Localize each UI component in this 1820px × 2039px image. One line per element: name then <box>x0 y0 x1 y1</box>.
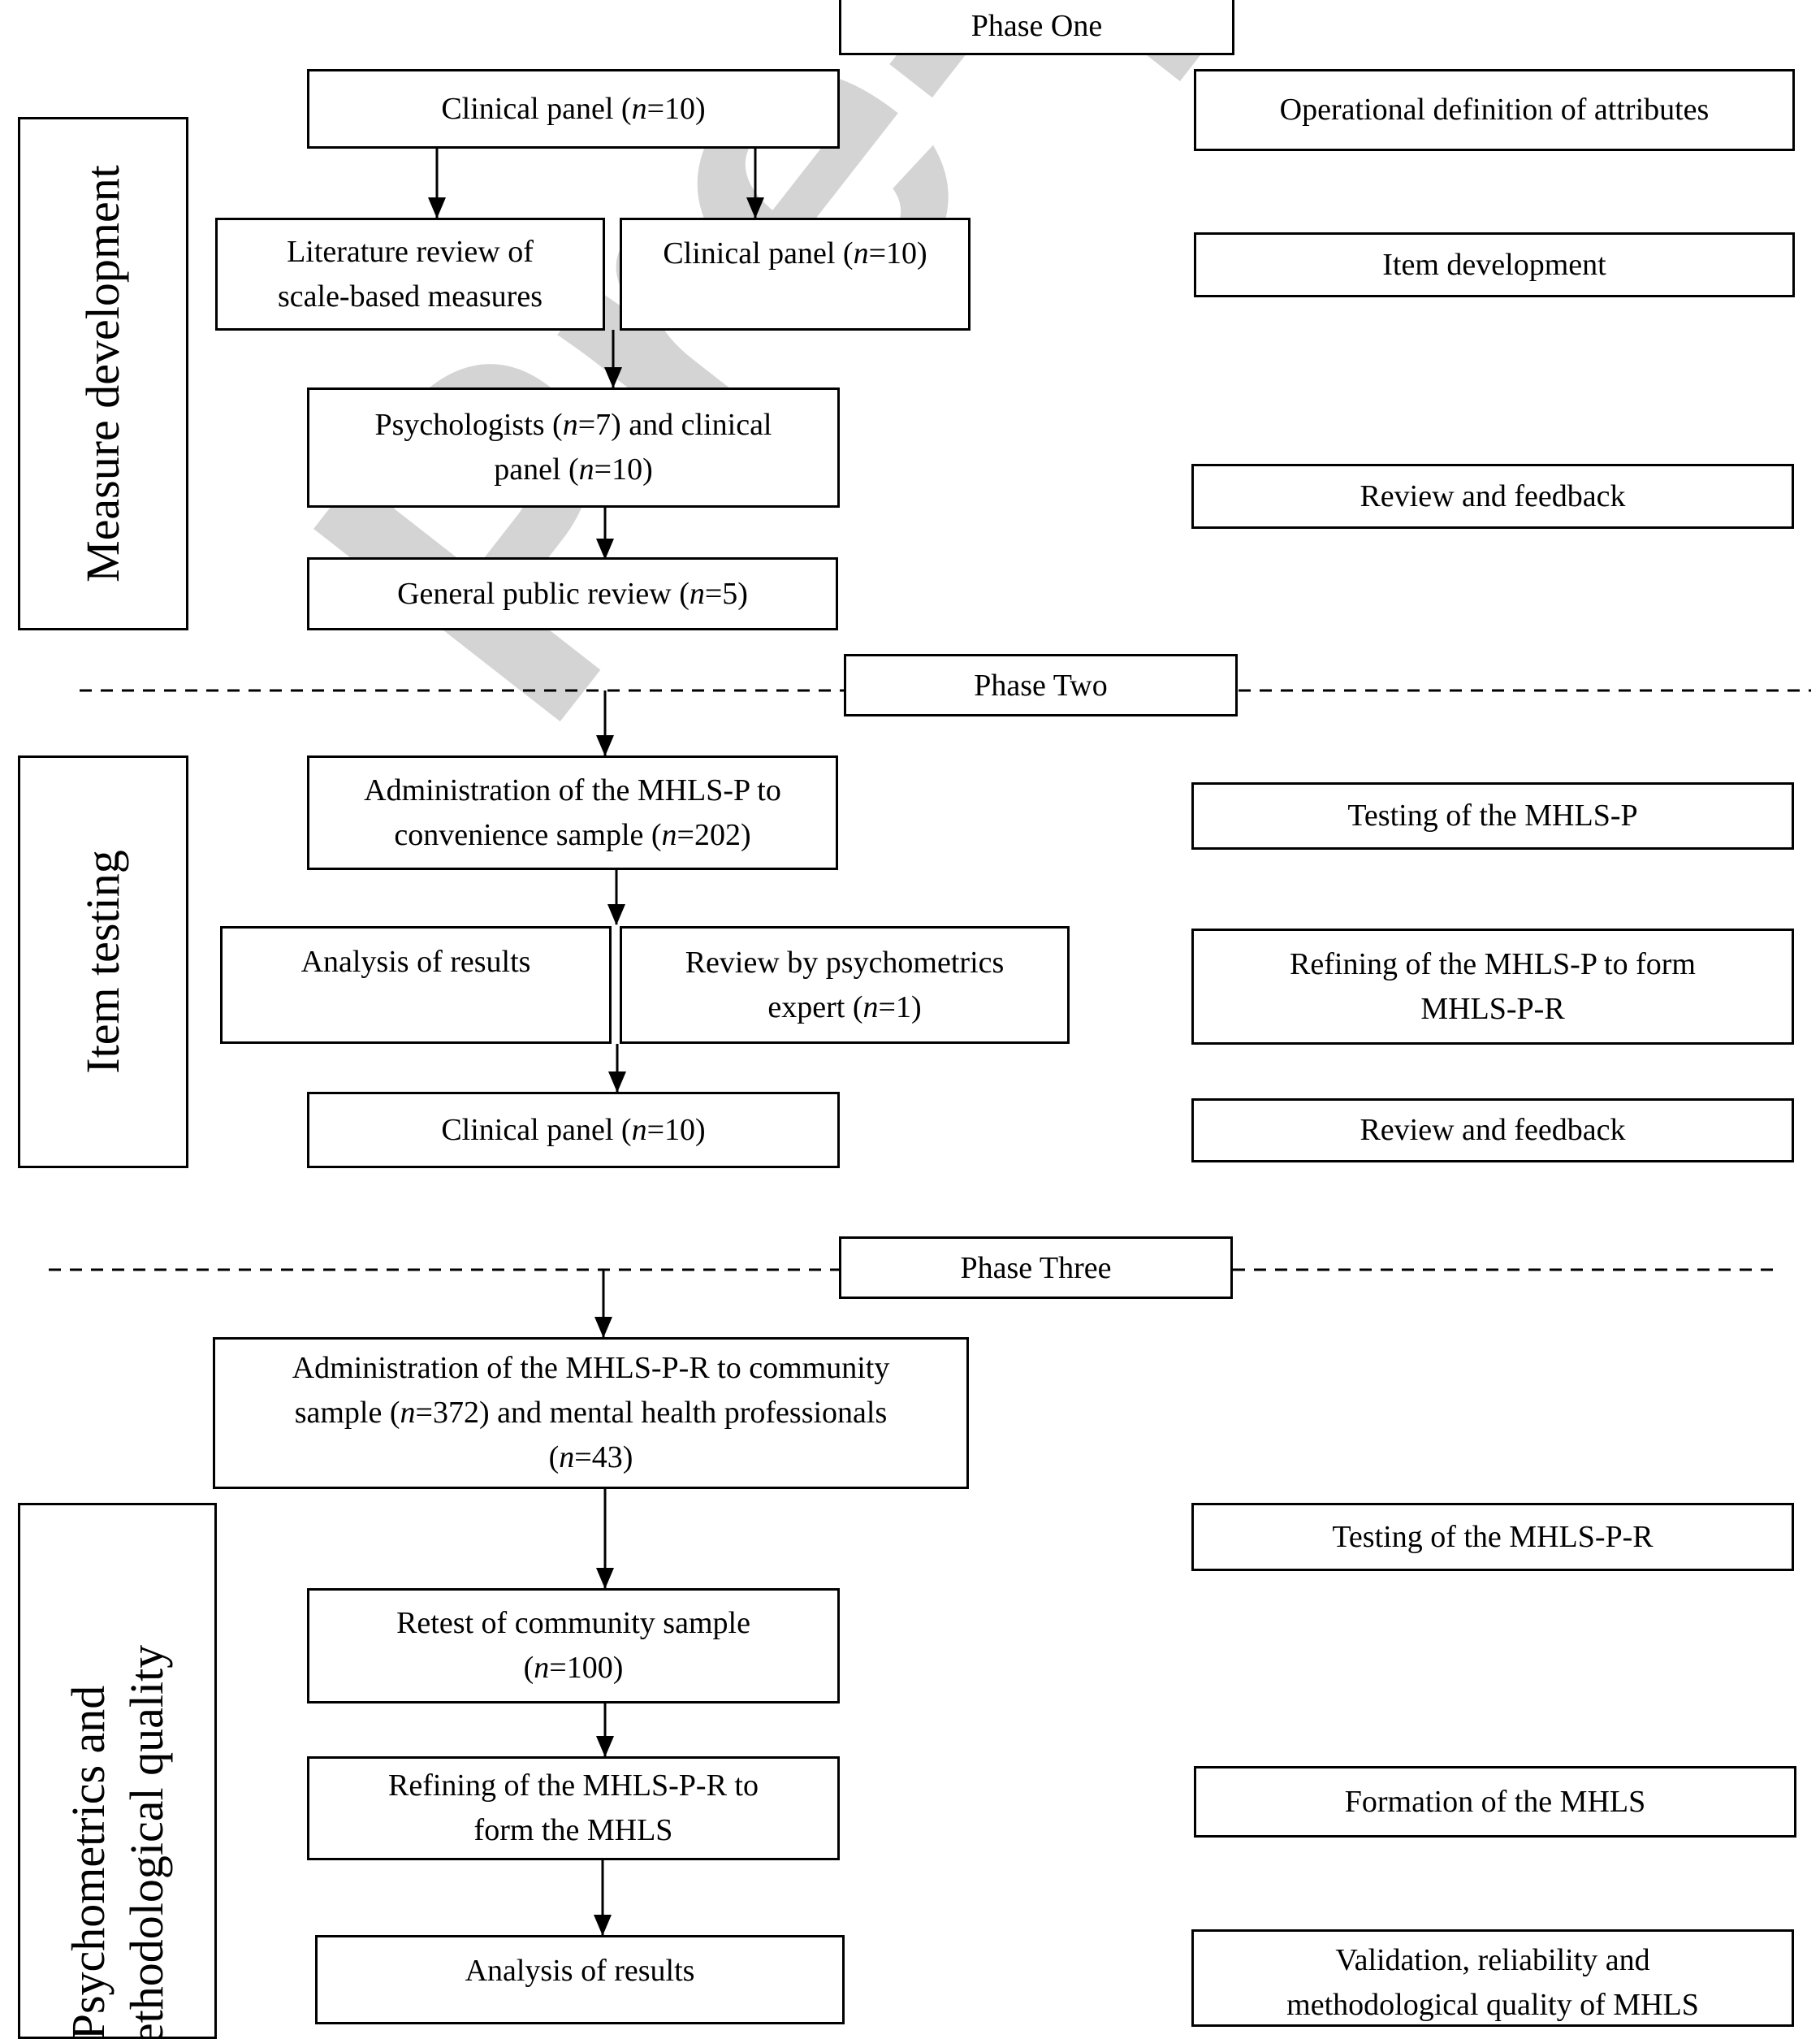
clinical-panel-mid-text: Clinical panel (n=10) <box>663 236 927 271</box>
administration-mhls-p-r-box: Administration of the MHLS-P-R to commun… <box>213 1337 969 1489</box>
psychologists-box: Psychologists (n=7) and clinical panel (… <box>307 387 840 508</box>
analysis-of-results-box-p2: Analysis of results <box>220 926 612 1044</box>
refining-mhls-p-r-box: Refining of the MHLS-P-R to form the MHL… <box>307 1756 840 1860</box>
psychometrics-expert-line1: Review by psychometrics <box>685 945 1005 980</box>
validation-reliability-box: Validation, reliability and methodologic… <box>1191 1929 1794 2027</box>
phase-two-label: Phase Two <box>974 668 1108 703</box>
literature-review-line1: Literature review of <box>287 234 534 269</box>
review-feedback-box-p1: Review and feedback <box>1191 464 1794 529</box>
general-public-review-box: General public review (n=5) <box>307 557 838 630</box>
phase-three-header: Phase Three <box>839 1236 1233 1299</box>
refining-mhls-p-box: Refining of the MHLS-P to form MHLS-P-R <box>1191 929 1794 1045</box>
clinical-panel-mid-box: Clinical panel (n=10) <box>620 218 971 331</box>
testing-mhls-p-box: Testing of the MHLS-P <box>1191 782 1794 850</box>
retest-community-line2: (n=100) <box>523 1651 624 1685</box>
operational-definition-box: Operational definition of attributes <box>1194 69 1795 151</box>
analysis-of-results-text-p3: Analysis of results <box>465 1954 695 1988</box>
psychometrics-expert-box: Review by psychometrics expert (n=1) <box>620 926 1070 1044</box>
retest-community-box: Retest of community sample (n=100) <box>307 1588 840 1703</box>
validation-reliability-line1: Validation, reliability and <box>1335 1943 1650 1977</box>
administration-mhls-p-r-line3: (n=43) <box>548 1440 633 1474</box>
stage-measure-development: Measure development <box>18 117 188 630</box>
refining-mhls-p-r-line1: Refining of the MHLS-P-R to <box>388 1768 759 1803</box>
stage-psychometrics: Psychometrics and methodological quality <box>18 1503 217 2039</box>
general-public-review-text: General public review (n=5) <box>397 576 748 611</box>
refining-mhls-p-line2: MHLS-P-R <box>1420 991 1565 1026</box>
psychologists-line1: Psychologists (n=7) and clinical <box>374 408 772 442</box>
review-feedback-text-p2: Review and feedback <box>1360 1113 1626 1147</box>
analysis-of-results-box-p3: Analysis of results <box>315 1935 845 2024</box>
clinical-panel-top-box: Clinical panel (n=10) <box>307 69 840 149</box>
operational-definition-text: Operational definition of attributes <box>1279 93 1710 127</box>
validation-reliability-line2: methodological quality of MHLS <box>1286 1988 1699 2022</box>
administration-mhls-p-r-line1: Administration of the MHLS-P-R to commun… <box>292 1351 890 1385</box>
psychometrics-expert-line2: expert (n=1) <box>767 989 922 1024</box>
retest-community-line1: Retest of community sample <box>396 1606 750 1640</box>
refining-mhls-p-line1: Refining of the MHLS-P to form <box>1290 946 1696 981</box>
administration-mhls-p-r-line2: sample (n=372) and mental health profess… <box>294 1396 888 1430</box>
item-development-box: Item development <box>1194 232 1795 297</box>
administration-mhls-p-line1: Administration of the MHLS-P to <box>364 773 781 807</box>
phase-one-label: Phase One <box>971 9 1103 43</box>
administration-mhls-p-box: Administration of the MHLS-P to convenie… <box>307 755 838 870</box>
item-development-text: Item development <box>1382 247 1606 282</box>
formation-mhls-text: Formation of the MHLS <box>1344 1784 1646 1819</box>
clinical-panel-p2-box: Clinical panel (n=10) <box>307 1092 840 1168</box>
stage-item-testing: Item testing <box>18 755 188 1168</box>
testing-mhls-p-text: Testing of the MHLS-P <box>1347 799 1638 833</box>
stage-measure-development-label: Measure development <box>76 165 129 582</box>
clinical-panel-p2-text: Clinical panel (n=10) <box>441 1112 706 1147</box>
formation-mhls-box: Formation of the MHLS <box>1194 1766 1796 1838</box>
literature-review-box: Literature review of scale-based measure… <box>215 218 605 331</box>
phase-three-label: Phase Three <box>960 1250 1112 1285</box>
analysis-of-results-text-p2: Analysis of results <box>300 945 531 979</box>
stage-item-testing-label: Item testing <box>76 850 129 1074</box>
phase-one-header: Phase One <box>839 0 1234 55</box>
review-feedback-box-p2: Review and feedback <box>1191 1098 1794 1162</box>
review-feedback-text-p1: Review and feedback <box>1360 478 1626 513</box>
refining-mhls-p-r-line2: form the MHLS <box>473 1813 673 1847</box>
administration-mhls-p-line2: convenience sample (n=202) <box>394 817 751 852</box>
literature-review-line2: scale-based measures <box>277 279 543 314</box>
testing-mhls-p-r-box: Testing of the MHLS-P-R <box>1191 1503 1794 1571</box>
psychologists-line2: panel (n=10) <box>494 452 653 487</box>
stage-psychometrics-label-line2: methodological quality <box>119 1644 173 2039</box>
phase-two-header: Phase Two <box>844 654 1238 716</box>
testing-mhls-p-r-text: Testing of the MHLS-P-R <box>1332 1519 1654 1554</box>
stage-psychometrics-label-line1: Psychometrics and <box>61 1685 115 2039</box>
clinical-panel-top-text: Clinical panel (n=10) <box>441 91 706 126</box>
